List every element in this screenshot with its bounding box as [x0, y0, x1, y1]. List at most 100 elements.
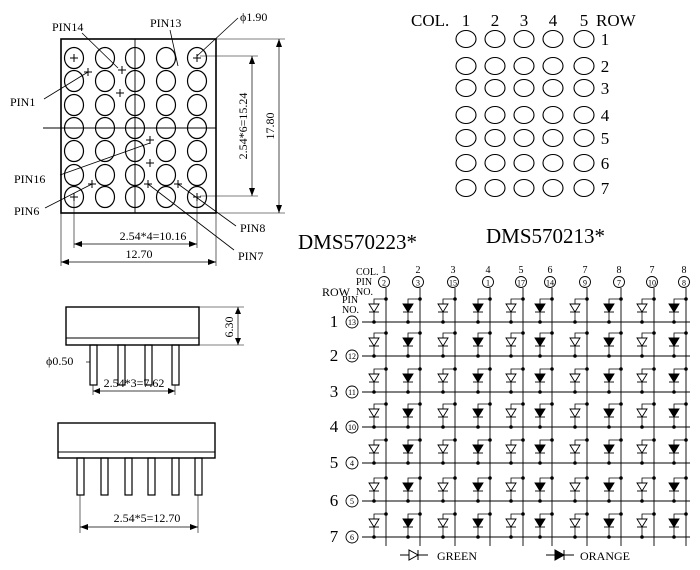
col-header: COL.: [356, 267, 379, 278]
junction-dot: [384, 367, 388, 371]
dot-outline: [94, 185, 116, 209]
green-led-diode: [569, 303, 581, 313]
preview-row-number: 4: [601, 106, 610, 125]
pin1-label: PIN1: [10, 95, 35, 109]
row-pin-number: 10: [348, 423, 356, 432]
row-no-header: NO.: [342, 305, 359, 316]
body-height-label: 6.30: [222, 317, 236, 338]
column-pin-circle: [544, 276, 556, 288]
diode-lead: [510, 477, 523, 501]
diode-lead: [574, 439, 587, 463]
diode-lead: [673, 403, 686, 427]
junction-dot: [372, 354, 376, 358]
junction-dot: [476, 535, 480, 539]
row-pin-number: 11: [348, 388, 356, 397]
row-number: 3: [330, 382, 339, 401]
diode-lead: [477, 368, 490, 392]
diode-lead: [673, 332, 686, 356]
preview-dot: [513, 56, 535, 76]
row-header: ROW: [322, 285, 351, 299]
diode-lead: [539, 477, 552, 501]
junction-dot: [521, 367, 525, 371]
column-pin-circle: [579, 276, 591, 288]
junction-dot: [607, 425, 611, 429]
diode-lead: [574, 298, 587, 322]
leader-pin8: [177, 183, 237, 227]
diode-lead: [442, 298, 455, 322]
dot-outline: [124, 93, 146, 117]
junction-dot: [476, 320, 480, 324]
preview-dot: [573, 78, 595, 98]
diode-lead: [641, 403, 654, 427]
dot-outline: [124, 46, 146, 70]
diode-lead: [407, 298, 420, 322]
diode-lead: [673, 439, 686, 463]
junction-dot: [640, 499, 644, 503]
orange-led-diode: [402, 408, 414, 418]
row-number: 6: [330, 491, 339, 510]
diode-lead: [608, 403, 621, 427]
diode-lead: [407, 439, 420, 463]
junction-dot: [672, 354, 676, 358]
legend-green-label: GREEN: [437, 549, 477, 563]
diode-lead: [641, 298, 654, 322]
junction-dot: [418, 402, 422, 406]
junction-dot: [406, 499, 410, 503]
row-pin-circle: [345, 349, 359, 363]
pin-marker: [70, 54, 78, 62]
preview-dot: [573, 178, 595, 198]
green-led-diode: [569, 337, 581, 347]
junction-dot: [521, 331, 525, 335]
dot-outline: [94, 93, 116, 117]
green-led-diode: [368, 408, 380, 418]
dot-outline: [124, 139, 146, 163]
junction-dot: [441, 320, 445, 324]
green-led-diode: [437, 337, 449, 347]
junction-dot: [550, 476, 554, 480]
diode-lead: [574, 477, 587, 501]
orange-led-diode: [603, 518, 615, 528]
junction-dot: [672, 390, 676, 394]
orange-led-diode: [534, 482, 546, 492]
orange-led-diode: [603, 337, 615, 347]
green-led-diode: [505, 444, 517, 454]
diode-lead: [574, 513, 587, 537]
preview-dot: [513, 78, 535, 98]
preview-column-number: 1: [462, 11, 471, 30]
junction-dot: [372, 425, 376, 429]
diode-lead: [608, 298, 621, 322]
dot-outline: [63, 69, 85, 93]
junction-dot: [684, 438, 688, 442]
junction-dot: [453, 402, 457, 406]
green-led-diode: [437, 482, 449, 492]
green-led-diode: [368, 518, 380, 528]
row-pin-number: 13: [348, 318, 356, 327]
green-led-diode: [437, 444, 449, 454]
dot-outline: [63, 116, 85, 140]
orange-led-diode: [668, 482, 680, 492]
junction-dot: [538, 461, 542, 465]
orange-led-diode: [603, 482, 615, 492]
junction-dot: [418, 331, 422, 335]
junction-dot: [488, 331, 492, 335]
junction-dot: [607, 320, 611, 324]
legend-orange: ORANGE: [546, 549, 630, 563]
row-pin-circle: [345, 385, 359, 399]
row-pin-circle: [345, 420, 359, 434]
orange-led-diode: [668, 408, 680, 418]
column-number: 8: [617, 265, 622, 276]
diode-lead: [510, 439, 523, 463]
dot-outline: [155, 93, 177, 117]
junction-dot: [550, 512, 554, 516]
green-led-diode: [368, 482, 380, 492]
column-pin-number: 9: [583, 279, 587, 288]
diode-lead: [539, 513, 552, 537]
junction-dot: [488, 512, 492, 516]
diode-lead: [373, 368, 386, 392]
front-view-drawing: PIN14 PIN13 PIN1 PIN16 PIN6 PIN8 PIN7 ϕ1…: [10, 10, 285, 266]
column-pin-number: 15: [449, 279, 457, 288]
junction-dot: [652, 331, 656, 335]
orange-led-diode: [534, 408, 546, 418]
arrow-overall-width-left: [61, 259, 69, 265]
